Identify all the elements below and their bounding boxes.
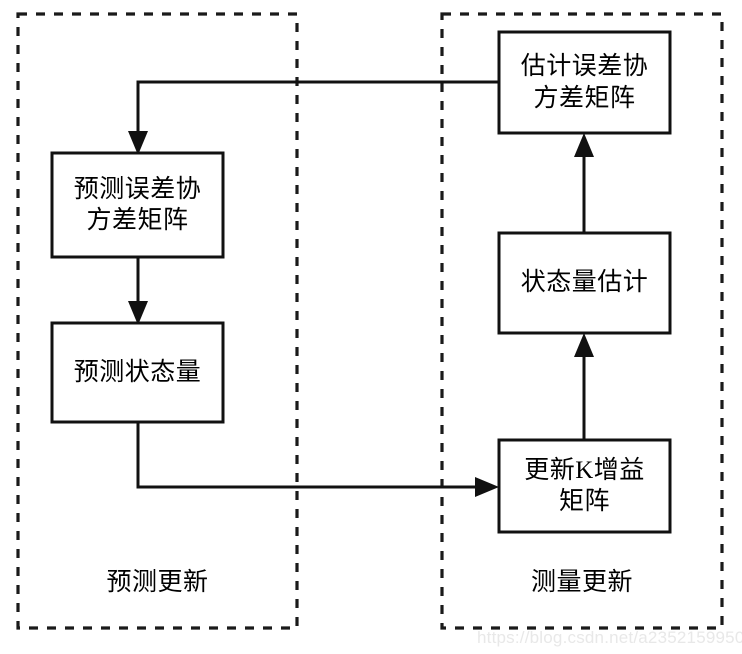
box-predicted-state[interactable] [50, 321, 225, 424]
group-measurement-update [440, 12, 724, 630]
connector-state-estimate-to-estimated-cov [574, 133, 594, 233]
box-estimated-error-covariance[interactable] [497, 30, 672, 135]
connector-feedback-estimated-cov-to-predicted-cov [128, 80, 499, 155]
connector-predicted-state-to-k-gain [136, 422, 499, 497]
box-predicted-error-covariance[interactable] [50, 151, 225, 259]
box-update-k-gain-matrix[interactable] [497, 438, 672, 534]
watermark-text: https://blog.csdn.net/a2352159950 [477, 628, 742, 647]
group-prediction-update [16, 12, 299, 630]
group-label-measurement-update: 测量更新 [530, 569, 633, 596]
connector-predicted-cov-to-predicted-state [128, 257, 148, 325]
group-label-prediction-update: 预测更新 [106, 569, 209, 596]
connector-k-gain-to-state-estimate [574, 333, 594, 440]
box-state-estimate[interactable] [497, 231, 672, 335]
